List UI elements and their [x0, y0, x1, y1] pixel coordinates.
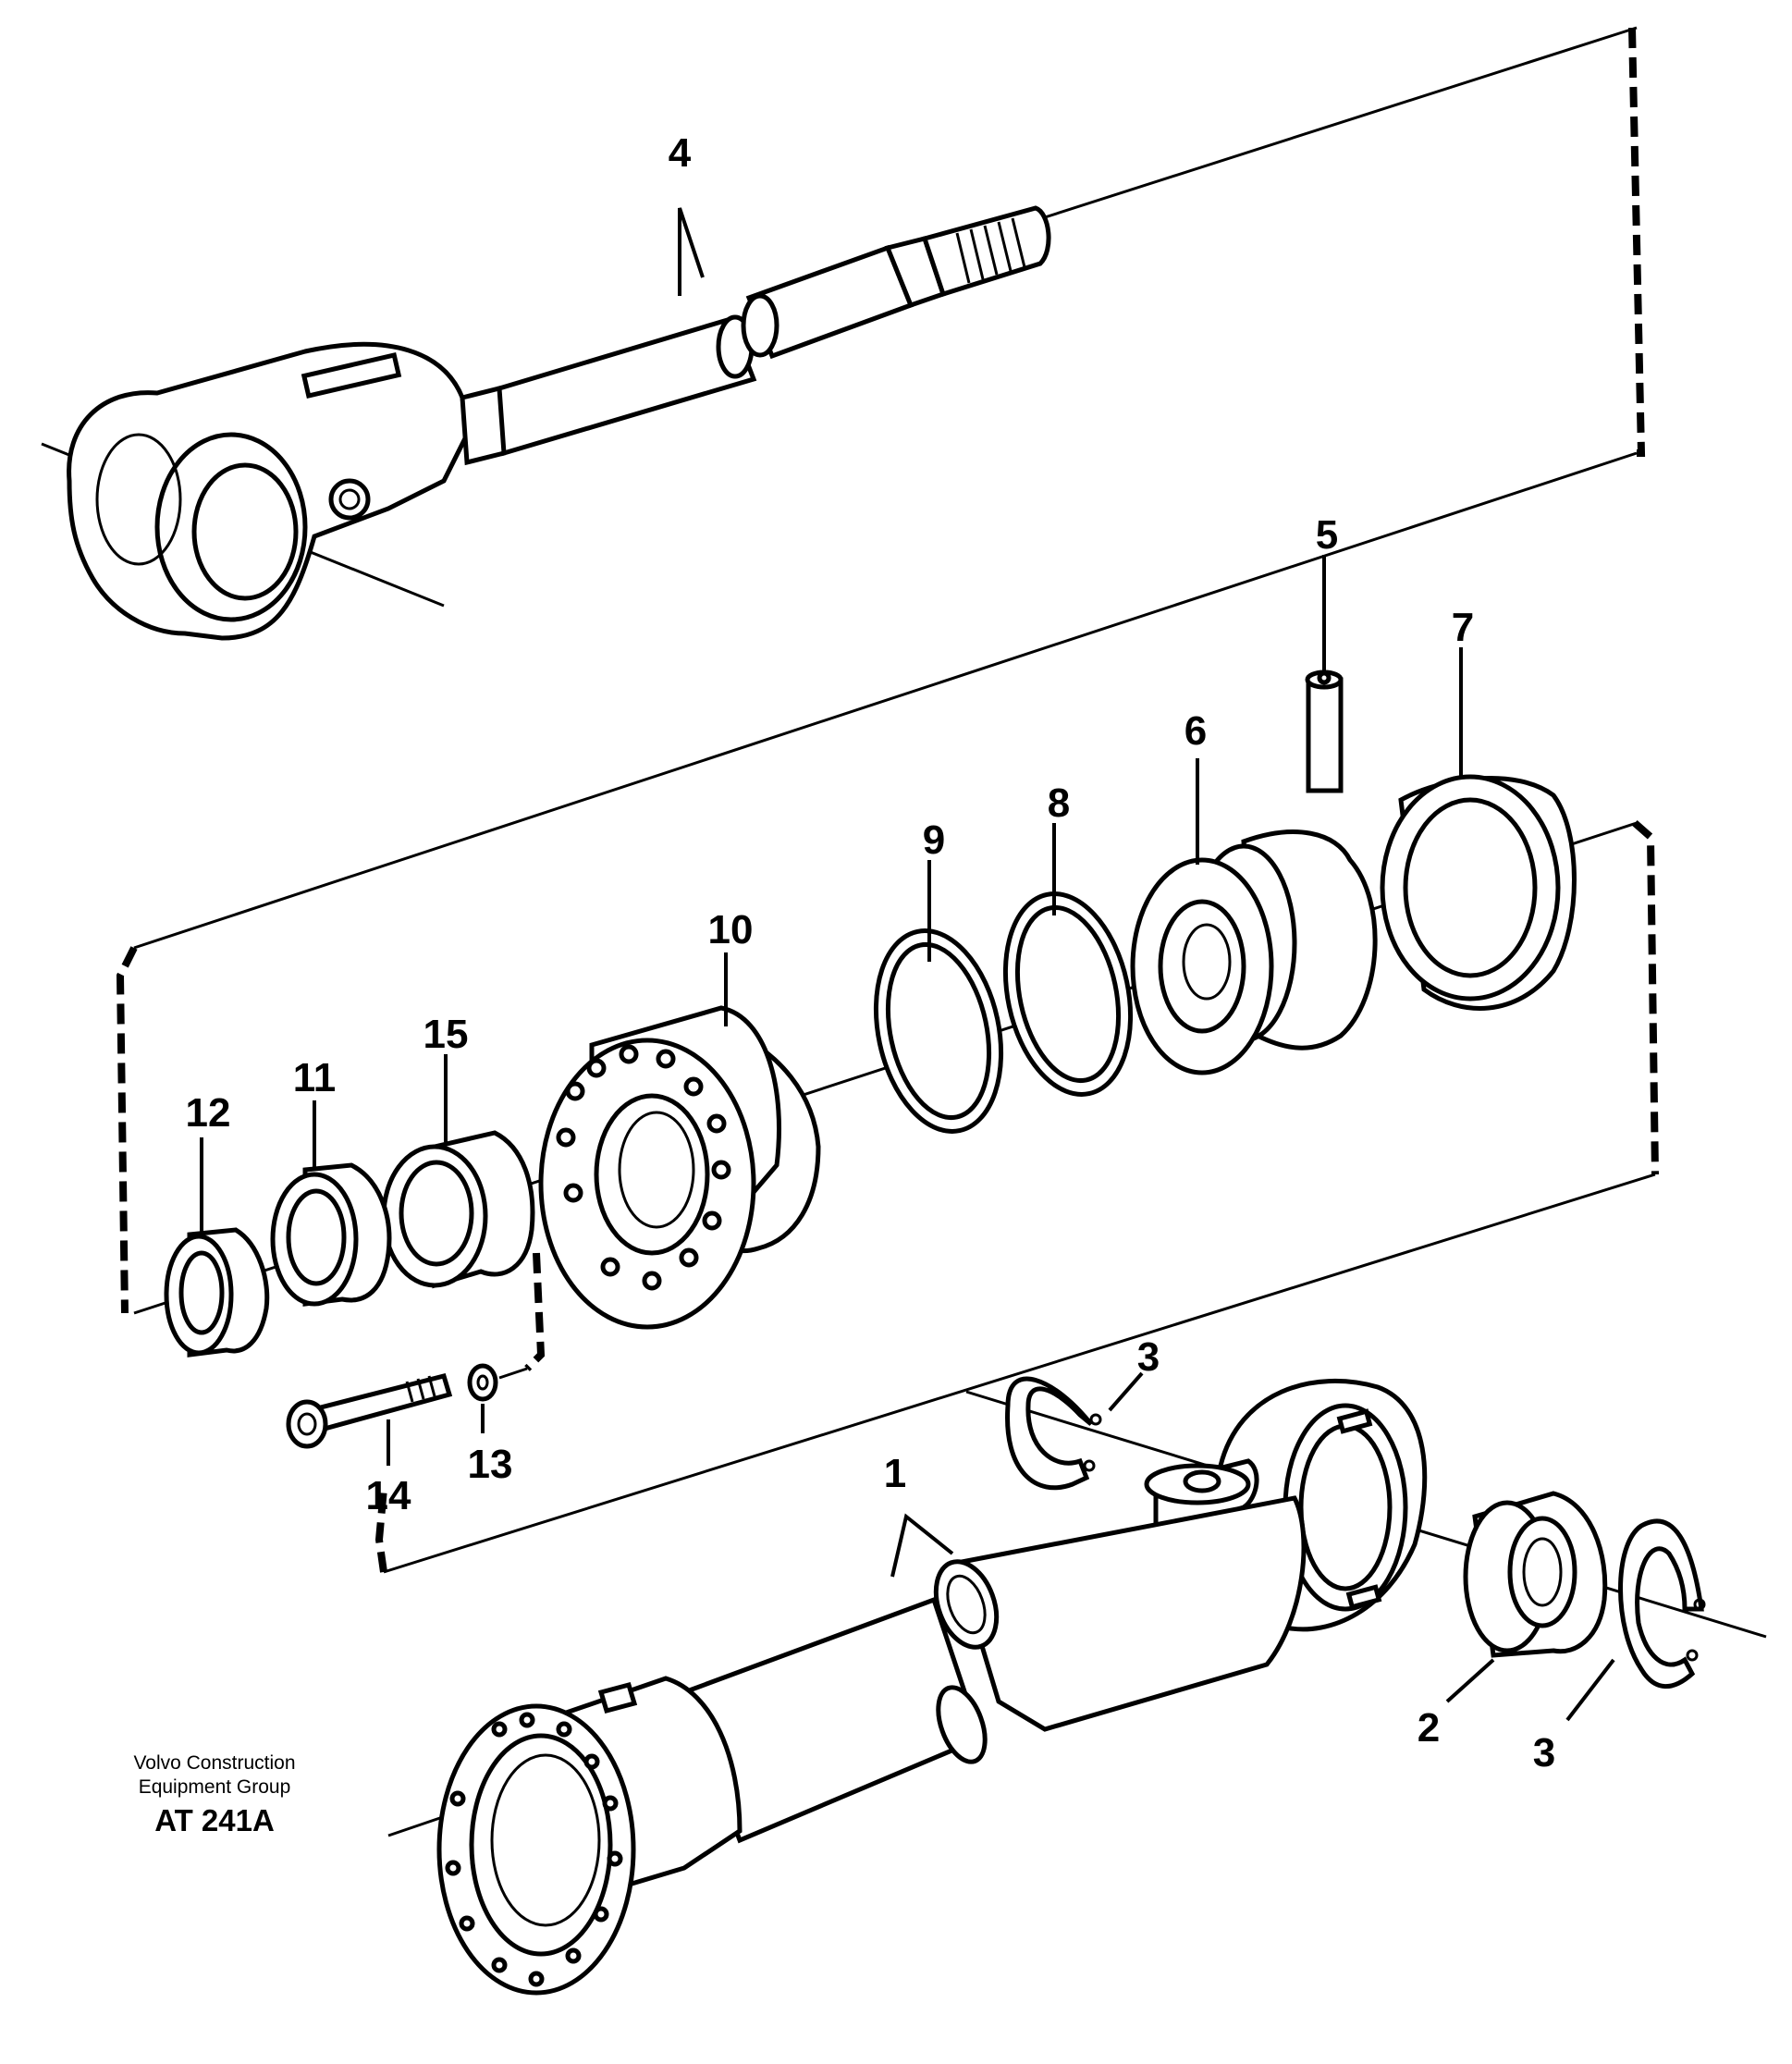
- callout-6: 6: [1184, 708, 1207, 754]
- callout-labels: 1 2 3 3 3 4 5 6 7 8 9 10 11 12 13 14 15: [186, 130, 1556, 1775]
- callout-8: 8: [1048, 780, 1070, 826]
- guide-ring-part-7: [1380, 647, 1577, 1011]
- callout-7: 7: [1452, 605, 1474, 650]
- ring-part-9: [873, 860, 1004, 1134]
- callout-9: 9: [923, 817, 945, 863]
- callout-12: 12: [186, 1090, 231, 1136]
- screw-part-14: [286, 1372, 453, 1466]
- dashed-brackets: [116, 27, 1659, 1574]
- ring-part-8: [1002, 823, 1134, 1097]
- callout-11: 11: [293, 1055, 337, 1100]
- cylinder-tube-part-1: [436, 1379, 1428, 1996]
- cylinder-head-part-10: [538, 952, 821, 1330]
- wiper-part-12: [164, 1137, 270, 1358]
- bushing-part-15: [381, 1054, 535, 1289]
- callout-5: 5: [1316, 512, 1338, 558]
- seal-part-11: [270, 1100, 392, 1307]
- caption-line-2: Equipment Group: [139, 1776, 291, 1798]
- circlip-part-3-lower: [1565, 1518, 1706, 1722]
- callout-1: 1: [884, 1451, 906, 1496]
- callout-3-right: 3: [1533, 1730, 1555, 1775]
- caption-block: Volvo Construction Equipment Group AT 24…: [133, 1752, 295, 1837]
- callout-2: 2: [1418, 1705, 1440, 1751]
- callout-10: 10: [708, 907, 754, 952]
- pin-part-5: [1305, 555, 1344, 793]
- circlip-part-3-upper: [1005, 1371, 1144, 1491]
- caption-code: AT 241A: [154, 1803, 275, 1837]
- piston-rod-part-4: [67, 205, 1051, 641]
- callout-15: 15: [423, 1012, 469, 1057]
- bearing-part-2: [1445, 1491, 1608, 1703]
- piston-part-6: [1130, 758, 1378, 1075]
- callout-4: 4: [669, 130, 692, 176]
- callout-3-top: 3: [1137, 1334, 1160, 1380]
- callout-14: 14: [366, 1473, 411, 1518]
- washer-part-13: [467, 1363, 498, 1433]
- caption-line-1: Volvo Construction: [133, 1752, 295, 1774]
- callout-13: 13: [468, 1442, 513, 1487]
